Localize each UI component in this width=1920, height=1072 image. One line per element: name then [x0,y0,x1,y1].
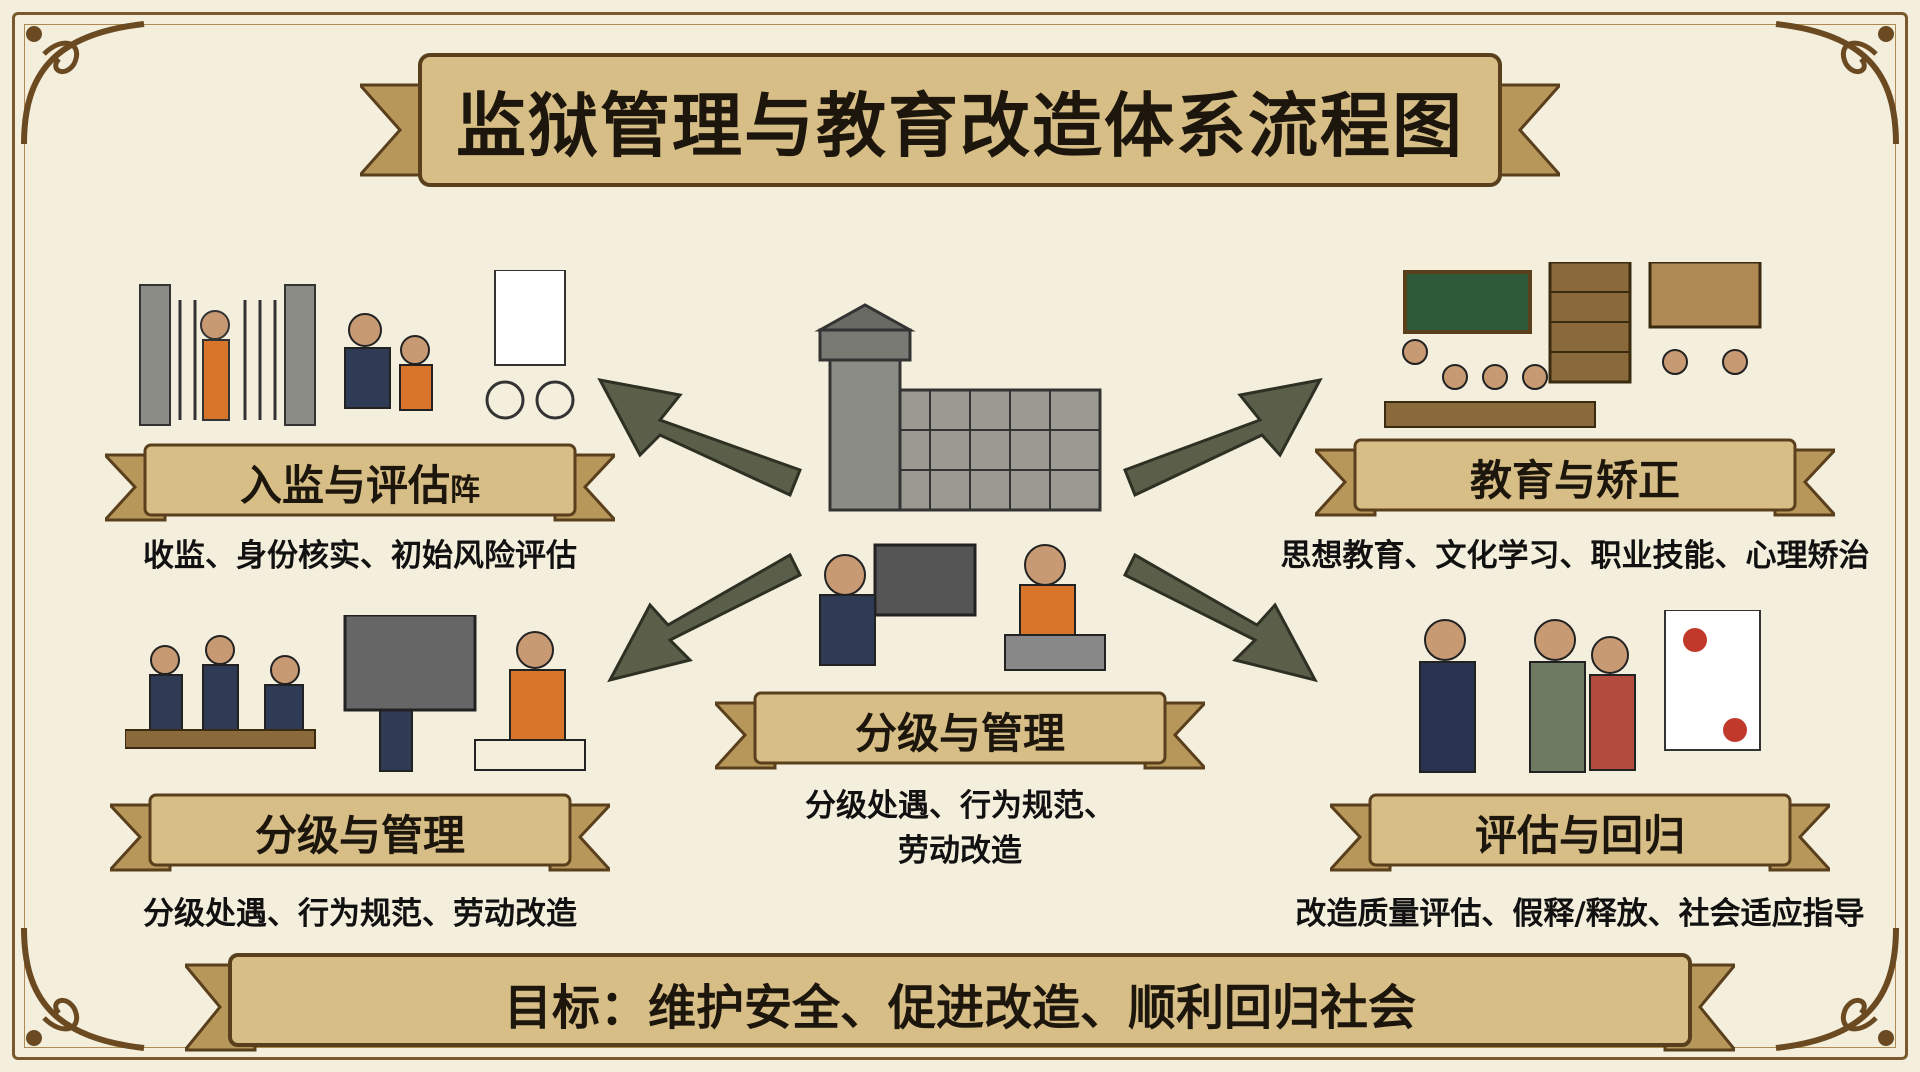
classification-description: 分级处遇、行为规范、劳动改造 [143,896,577,932]
education-description: 思想教育、文化学习、职业技能、心理矫治 [1280,538,1870,574]
intake-icon [139,270,575,426]
goal-text: 目标：维护安全、促进改造、顺利回归社会 [503,979,1416,1036]
page-title: 监狱管理与教育改造体系流程图 [456,84,1464,167]
classification-label: 分级与管理 [254,811,465,860]
monitoring-and-labor-icon [819,543,1106,671]
arrow-to-classification [607,552,803,683]
intake-description: 收监、身份核实、初始风险评估 [143,538,577,574]
classification-banner: 分级与管理 [110,790,610,875]
education-banner: 教育与矫正 [1315,435,1835,520]
goal-banner: 目标：维护安全、促进改造、顺利回归社会 [185,950,1735,1055]
corner-ornament-bottom-left [21,927,145,1051]
reintegration-banner: 评估与回归 [1330,790,1830,875]
corner-ornament-top-left [21,21,145,145]
prison-building-icon [814,303,1102,512]
arrow-to-intake [597,377,802,498]
reintegration-description: 改造质量评估、假释/释放、社会适应指导 [1295,896,1865,932]
education-icon [1384,262,1762,428]
outer-frame [12,12,1908,1060]
center-banner: 分级与管理 [715,688,1205,773]
center-description-line2: 劳动改造 [898,833,1022,869]
reintegration-label: 评估与回归 [1474,811,1685,860]
corner-ornament-top-right [1775,21,1899,145]
classification-icon [125,615,586,772]
arrow-to-education [1123,377,1323,498]
reintegration-icon [1419,610,1761,773]
title-banner: 监狱管理与教育改造体系流程图 [360,45,1560,195]
center-label: 分级与管理 [854,709,1065,758]
intake-banner: 入监与评估阵 [105,440,615,525]
education-label: 教育与矫正 [1469,456,1680,505]
corner-ornament-bottom-right [1775,927,1899,1051]
intake-label: 入监与评估阵 [239,461,480,510]
inner-frame [24,24,1896,1048]
center-description-line1: 分级处遇、行为规范、 [805,788,1115,824]
arrow-to-reintegration [1122,552,1318,683]
